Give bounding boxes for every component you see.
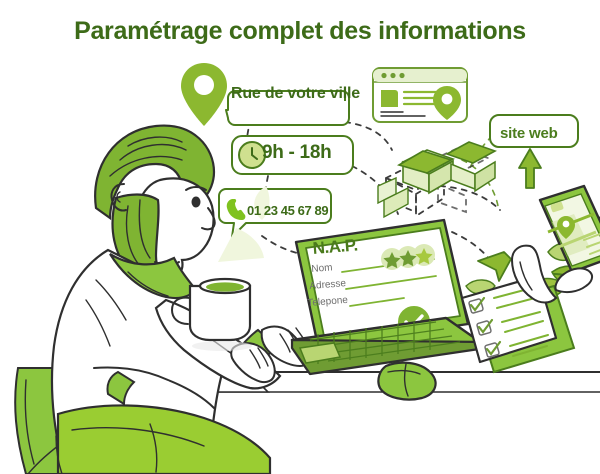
laptop xyxy=(290,218,488,376)
checkbox xyxy=(476,320,492,336)
checkbox xyxy=(484,342,500,358)
browser-dot xyxy=(381,72,387,79)
phone-callout-label: 01 23 45 67 89 xyxy=(247,203,329,218)
coffee-mug xyxy=(171,277,252,351)
decorative-leaf xyxy=(218,186,270,262)
person-illustration xyxy=(50,124,310,474)
map-pin-icon xyxy=(557,216,575,239)
smartphone-map xyxy=(510,184,600,304)
browser-dot xyxy=(399,72,405,79)
phone-handset-icon xyxy=(226,199,246,220)
laptop-screen-heading: N.A.P. xyxy=(312,235,359,258)
arrow-icons xyxy=(477,148,542,282)
page-title: Paramétrage complet des informations xyxy=(74,17,526,45)
laptop-field-label-nom: Nom xyxy=(311,262,333,275)
computer-mouse xyxy=(377,361,437,401)
phone-callout xyxy=(218,188,332,238)
website-callout-label: site web xyxy=(500,125,558,142)
browser-dot xyxy=(390,72,396,79)
street-callout xyxy=(181,63,350,126)
hours-callout xyxy=(231,135,354,175)
rating-stars xyxy=(381,244,435,270)
website-callout xyxy=(489,114,579,148)
checkbox xyxy=(468,298,484,314)
houses-illustration xyxy=(377,141,497,219)
browser-window-icon xyxy=(372,67,468,123)
street-callout-label: Rue de votre ville xyxy=(231,85,360,102)
hours-callout-label: 9h - 18h xyxy=(262,142,332,163)
